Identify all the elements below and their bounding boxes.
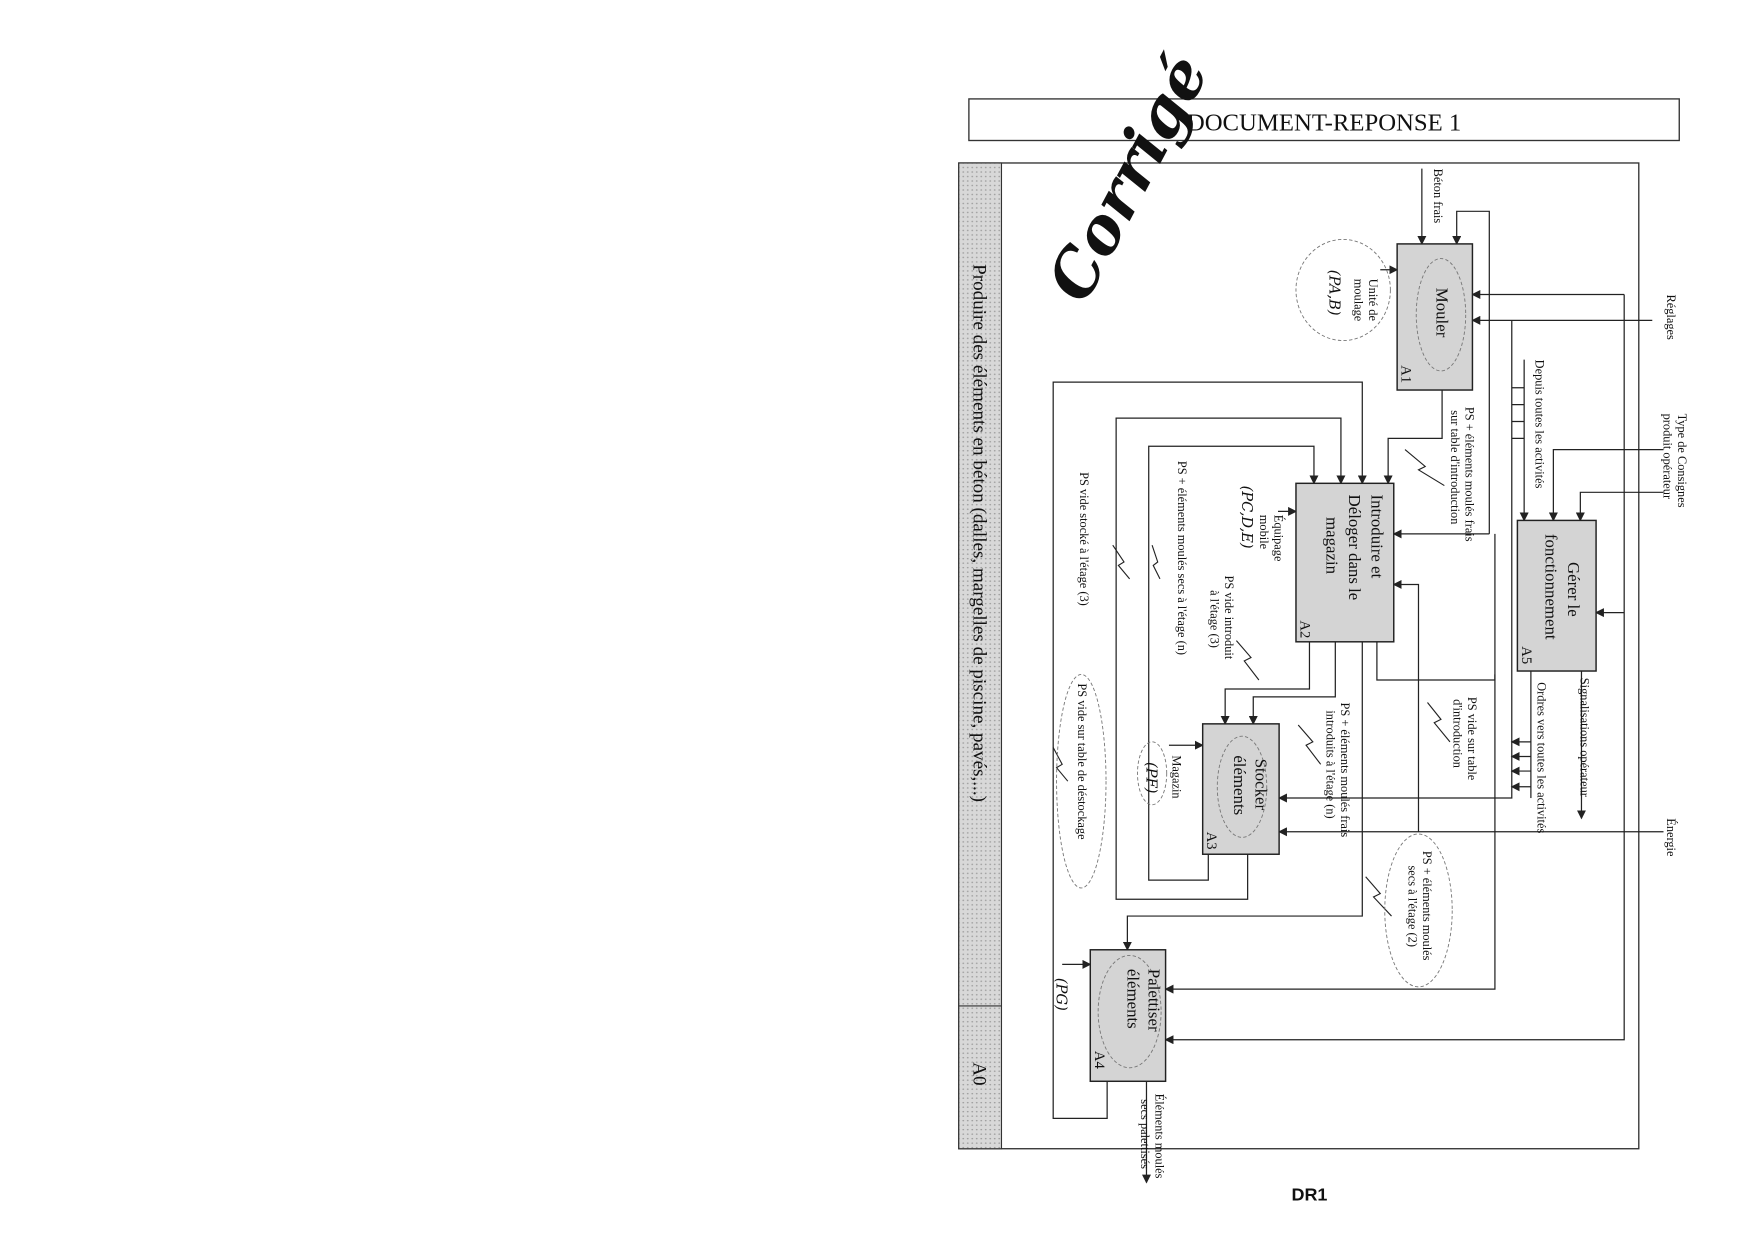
label-equipage: mobile [1257,515,1271,550]
label-reglages: Réglages [1664,294,1678,339]
box-label: éléments [1123,969,1142,1029]
label-ps-frais-table: sur table d'introduction [1448,410,1462,524]
box-label: éléments [1230,755,1249,815]
activity-a4[interactable]: Palettiser éléments A4 [1089,949,1167,1083]
handwritten-annotations: (PA,B) (PC,D,E) (PF) (PG) [1053,238,1453,1011]
label-beton-frais: Béton frais [1431,169,1445,224]
activity-a5[interactable]: Gérer le fonctionnement A5 [1516,519,1597,672]
annotation-a2: (PC,D,E) [1238,486,1255,549]
activity-a2[interactable]: Introduire et Déloger dans le magazin A2 [1295,482,1395,643]
frame-title: Produire des éléments en béton (dalles, … [968,264,989,802]
label-sortie: Éléments moulés [1152,1094,1166,1179]
annotation-a1: (PA,B) [1326,270,1343,316]
box-label: Palettiser [1145,969,1164,1032]
label-ordres: Ordres vers toutes les activités [1535,682,1549,833]
label-ps-frais-introduits: PS + éléments moulés frais [1338,702,1352,837]
label-unite-moulage: Unité de [1366,279,1380,322]
box-code: A2 [1296,620,1312,638]
annotation-a4: (PG) [1053,978,1070,1011]
box-label: fonctionnement [1542,534,1561,640]
label-sortie: secs palettisés [1138,1099,1152,1169]
label-ps-vide-table: PS vide sur table [1465,697,1479,781]
box-label: Gérer le [1564,562,1583,617]
box-label: Introduire et [1367,495,1386,579]
corrige-stamp: Corrigé [1033,43,1223,313]
annotation-a3: (PF) [1142,762,1159,794]
label-unite-moulage: moulage [1351,279,1365,322]
box-code: A3 [1203,832,1219,850]
label-ps-secs-etage-n: PS + éléments moulés secs à l'étage (n) [1175,461,1189,655]
label-ps-vide-introduit: à l'étage (3) [1208,590,1222,648]
label-ps-secs-etage-2: secs à l'étage (2) [1405,865,1419,947]
flow-labels: Béton frais Unité de moulage Réglages PS… [1075,169,1689,1179]
activity-a1[interactable]: Mouler A1 [1396,243,1474,391]
label-depuis-activites: Depuis toutes les activités [1532,360,1546,489]
box-label: Stocker [1252,759,1271,811]
box-code: A4 [1091,1051,1107,1070]
label-ps-secs-etage-2: PS + éléments moulés [1420,851,1434,961]
arrows [1052,168,1664,1184]
label-ps-vide-introduit: PS vide introduit [1222,575,1236,659]
activity-a3[interactable]: Stocker éléments A3 [1201,723,1280,855]
box-code: A1 [1398,365,1414,383]
label-ps-vide-table: d'introduction [1450,699,1464,768]
label-ps-frais-introduits: introduits à l'étage (n) [1323,710,1337,818]
label-ps-vide-destockage: PS vide sur table de déstockage [1075,683,1089,840]
page-label: DR1 [1291,1184,1327,1204]
break-marks [1052,449,1451,917]
box-label: magazin [1322,517,1341,575]
box-label: Mouler [1432,288,1451,338]
box-label: Déloger dans le [1345,495,1364,601]
frame-node: A0 [968,1062,989,1085]
box-code: A5 [1518,646,1534,664]
header-title: DOCUMENT-REPONSE 1 [1187,109,1461,136]
label-signalisations: Signalisations opérateur [1577,678,1591,797]
label-ps-vide-stocke: PS vide stocké à l'étage (3) [1077,472,1091,606]
label-type-consignes: produit opérateur [1661,414,1675,499]
label-energie: Énergie [1664,818,1678,857]
label-type-consignes: Type de Consignes [1675,414,1689,508]
label-equipage: Équipage [1272,515,1286,562]
label-ps-frais-table: PS + éléments moulés frais [1463,407,1477,542]
label-magazin: Magazin [1169,755,1183,798]
header-box [968,98,1680,142]
title-strip [958,162,1003,1150]
